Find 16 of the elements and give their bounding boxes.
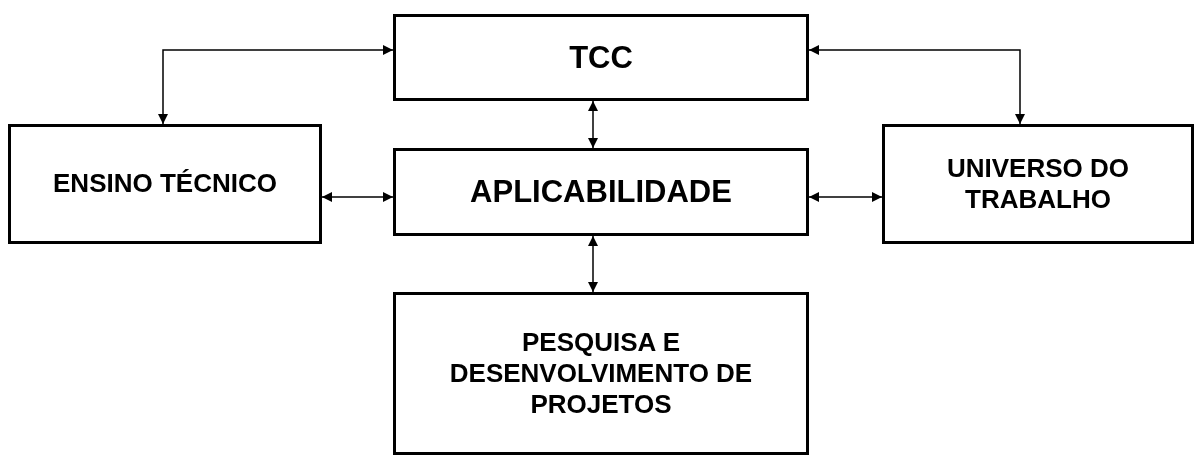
double-arrow <box>588 100 598 149</box>
process-box <box>8 124 322 244</box>
box-label: ENSINO TÉCNICO <box>52 168 278 200</box>
double-arrow <box>158 45 394 125</box>
double-arrow <box>808 45 1025 125</box>
box-label: TCC <box>568 38 634 77</box>
process-box <box>393 292 809 455</box>
process-box <box>393 148 809 236</box>
process-box <box>882 124 1194 244</box>
process-box <box>393 14 809 101</box>
box-label: PESQUISA E DESENVOLVIMENTO DE PROJETOS <box>448 326 754 421</box>
double-arrow <box>808 192 883 202</box>
box-label: APLICABILIDADE <box>469 173 733 211</box>
double-arrow <box>321 192 394 202</box>
box-label: UNIVERSO DO TRABALHO <box>946 152 1130 216</box>
double-arrow <box>588 235 598 293</box>
